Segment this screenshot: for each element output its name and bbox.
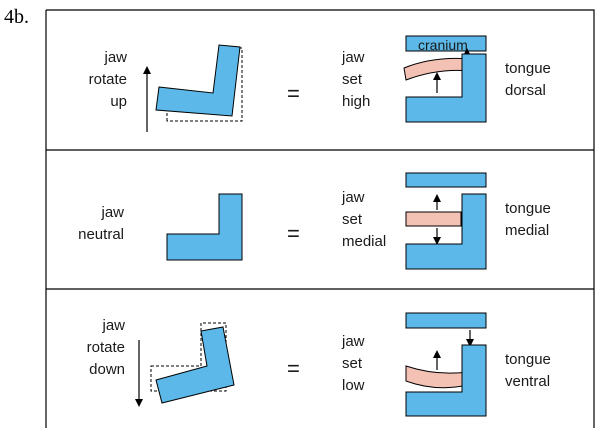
equals-sign: =: [287, 221, 300, 246]
tongue-label-line-1: tongue: [505, 60, 551, 77]
set-label-line-3: low: [342, 377, 365, 394]
jaw-label-line-1: jaw: [100, 204, 124, 221]
set-label-line-1: jaw: [341, 49, 365, 66]
cranium-label: cranium: [418, 37, 468, 53]
set-label-line-1: jaw: [341, 189, 365, 206]
row-rotate-down: jaw rotate down = jaw set low tongue ven…: [87, 312, 551, 417]
set-label-line-2: set: [342, 71, 363, 88]
set-label-line-2: set: [342, 355, 363, 372]
cranium-block: [405, 312, 487, 329]
jaw-label-line-3: down: [89, 361, 125, 378]
mandible-low: [405, 344, 487, 417]
jaw-label-line-3: up: [110, 93, 127, 110]
row-neutral: jaw neutral = jaw set medial tongue medi…: [78, 172, 551, 270]
tongue-label-line-2: dorsal: [505, 82, 546, 99]
cranium-block: [405, 172, 487, 188]
mandible-medial: [405, 193, 487, 270]
figure-label: 4b.: [4, 6, 29, 28]
jaw-label-line-2: rotate: [87, 339, 125, 356]
tongue-label-line-2: ventral: [505, 373, 550, 390]
tongue-label-line-1: tongue: [505, 200, 551, 217]
jaw-shape-rotated-down: [155, 326, 235, 404]
tongue-label-line-1: tongue: [505, 351, 551, 368]
set-label-line-3: high: [342, 93, 370, 110]
jaw-label-line-2: neutral: [78, 226, 124, 243]
cranium-block: [405, 35, 487, 52]
neutral-jaw-outline: [150, 322, 227, 392]
set-label-line-1: jaw: [341, 333, 365, 350]
set-label-line-2: set: [342, 211, 363, 228]
row-rotate-up: jaw rotate up = jaw set high cranium ton…: [89, 35, 551, 132]
tongue-label-line-2: medial: [505, 222, 549, 239]
set-label-line-3: medial: [342, 233, 386, 250]
jaw-label-line-2: rotate: [89, 71, 127, 88]
jaw-shape-neutral: [166, 193, 243, 261]
mandible-high: [405, 53, 487, 123]
equals-sign: =: [287, 356, 300, 381]
jaw-shape-rotated-up: [155, 44, 241, 117]
jaw-label-line-1: jaw: [103, 49, 127, 66]
equals-sign: =: [287, 81, 300, 106]
jaw-label-line-1: jaw: [101, 317, 125, 334]
tongue-flat: [405, 211, 462, 227]
